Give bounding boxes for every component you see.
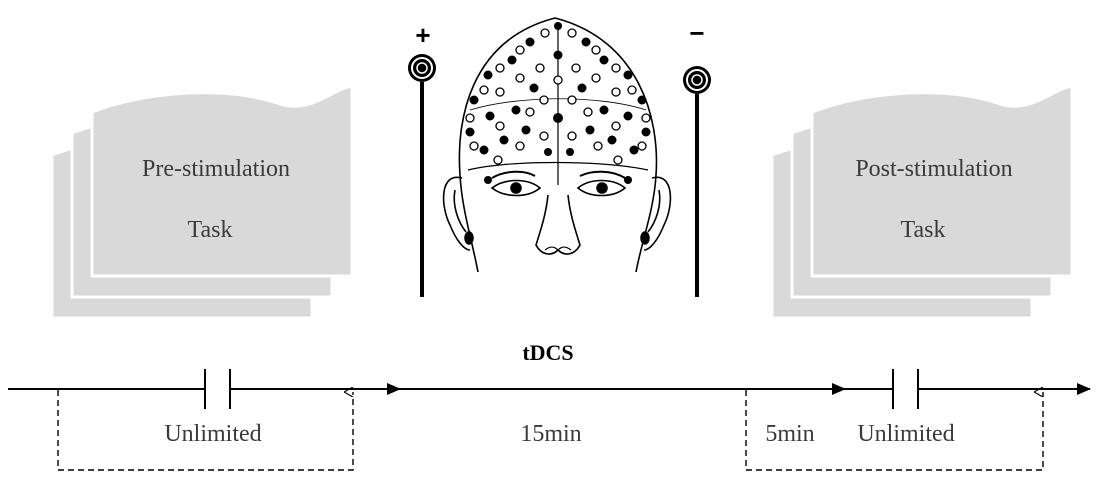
phase-pre-label: Unlimited <box>164 421 261 447</box>
anode-electrode-icon: + <box>408 20 436 297</box>
phase-wait-label: 5min <box>765 421 814 447</box>
phase-post-label: Unlimited <box>857 421 954 447</box>
post-task-title: Post-stimulation <box>855 156 1012 182</box>
stimulation-label: tDCS <box>522 340 573 365</box>
post-task-subtitle: Task <box>901 217 946 243</box>
post-stimulation-card-stack: Post-stimulation Task <box>770 84 1074 320</box>
post-card-front <box>810 84 1074 278</box>
pre-task-bracket <box>57 390 354 471</box>
post-task-bracket <box>745 390 1044 471</box>
pre-task-title: Pre-stimulation <box>142 156 290 182</box>
anode-sign: + <box>415 20 430 50</box>
pre-card-front <box>90 84 354 278</box>
cathode-sign: − <box>689 18 704 48</box>
pre-stimulation-card-stack: Pre-stimulation Task <box>50 84 354 320</box>
pre-task-subtitle: Task <box>188 217 233 243</box>
phase-stim-label: 15min <box>520 421 581 447</box>
eeg-head-icon <box>442 17 672 273</box>
timeline <box>8 369 1091 409</box>
cathode-electrode-icon: − <box>683 18 711 297</box>
